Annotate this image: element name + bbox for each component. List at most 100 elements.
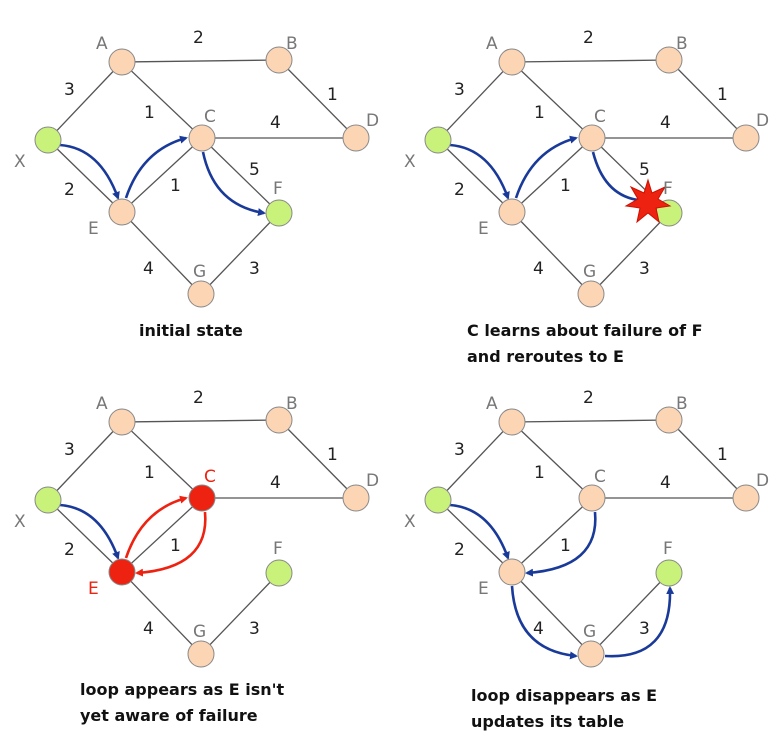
node-labels: A B C D E F G X: [14, 34, 379, 282]
node-label-c: C: [204, 467, 216, 487]
weight-g-f: 3: [639, 619, 650, 639]
weight-x-a: 3: [454, 80, 465, 100]
node-g: [187, 640, 215, 668]
route-arrow-c-e: [525, 511, 597, 577]
weight-a-c: 1: [144, 463, 155, 483]
edge-a-b: [511, 59, 670, 63]
node-c: [188, 484, 216, 512]
node-label-c: C: [594, 467, 606, 487]
node-label-x: X: [14, 512, 26, 532]
node-g: [577, 640, 605, 668]
route-arrow-x-e: [59, 503, 120, 560]
node-d: [342, 484, 370, 512]
edge-b-d: [668, 59, 747, 139]
caption-line: loop disappears as E: [471, 686, 658, 705]
edge-weights: 3 2 1 1 4 2 1 4 3: [64, 388, 338, 639]
weight-a-c: 1: [534, 103, 545, 123]
edge-a-b: [511, 419, 670, 423]
edge-x-a: [47, 421, 123, 501]
panel-initial-state: A B C D E F G X 3 2 1 1 4 2 1 5 4 3: [14, 28, 379, 308]
caption-panel-1: initial state: [139, 318, 243, 344]
weight-c-d: 4: [270, 473, 281, 493]
edge-a-c: [121, 421, 203, 499]
node-label-a: A: [96, 394, 108, 414]
nodes: [34, 406, 370, 668]
node-label-e: E: [88, 219, 99, 239]
node-b: [265, 46, 293, 74]
edge-e-g: [121, 211, 202, 295]
weight-x-e: 2: [64, 540, 75, 560]
weight-e-c: 1: [560, 176, 571, 196]
node-x: [34, 486, 62, 514]
weight-c-f: 5: [639, 160, 650, 180]
node-label-a: A: [96, 34, 108, 54]
weight-e-g: 4: [533, 619, 544, 639]
nodes: [424, 46, 760, 308]
node-g: [187, 280, 215, 308]
weight-b-d: 1: [327, 445, 338, 465]
route-arrow-e-c: [514, 135, 578, 199]
weight-e-g: 4: [143, 619, 154, 639]
node-a: [108, 408, 136, 436]
weight-g-f: 3: [639, 259, 650, 279]
route-arrows: [59, 135, 266, 216]
node-label-e: E: [88, 579, 99, 599]
node-label-f: F: [663, 539, 673, 559]
weight-a-b: 2: [583, 28, 594, 48]
node-label-x: X: [404, 152, 416, 172]
weight-g-f: 3: [249, 259, 260, 279]
weight-x-e: 2: [454, 540, 465, 560]
weight-b-d: 1: [717, 85, 728, 105]
node-e: [108, 558, 136, 586]
edge-e-c: [511, 137, 593, 213]
node-b: [655, 46, 683, 74]
edge-g-f: [200, 572, 280, 655]
route-arrows: [449, 135, 639, 202]
node-e: [108, 198, 136, 226]
node-label-b: B: [676, 394, 688, 414]
weight-a-b: 2: [583, 388, 594, 408]
edge-x-a: [437, 61, 513, 141]
caption-panel-4: loop disappears as E updates its table: [471, 683, 657, 735]
node-e: [498, 198, 526, 226]
caption-line: loop appears as E isn't: [80, 680, 285, 699]
edge-weights: 3 2 1 1 4 2 1 5 4 3: [454, 28, 728, 279]
edge-g-f: [200, 212, 280, 295]
node-label-g: G: [193, 622, 206, 642]
edge-a-c: [511, 61, 593, 139]
weight-e-c: 1: [560, 536, 571, 556]
node-label-c: C: [204, 107, 216, 127]
node-label-a: A: [486, 394, 498, 414]
edge-e-c: [121, 137, 203, 213]
weight-b-d: 1: [327, 85, 338, 105]
route-arrow-x-e: [59, 143, 120, 200]
weight-e-c: 1: [170, 536, 181, 556]
node-label-e: E: [478, 579, 489, 599]
edge-e-g: [511, 211, 592, 295]
edge-g-f: [590, 572, 670, 655]
caption-panel-2: C learns about failure of F and reroutes…: [467, 318, 703, 370]
node-x: [34, 126, 62, 154]
node-labels: A B C D E F G X: [14, 394, 379, 642]
edge-a-b: [121, 59, 280, 63]
route-arrow-e-c: [124, 135, 188, 199]
node-label-g: G: [193, 262, 206, 282]
route-arrow-g-f: [604, 586, 675, 658]
edge-weights: 3 2 1 1 4 2 1 5 4 3: [64, 28, 338, 279]
node-x: [424, 486, 452, 514]
route-arrows: [59, 495, 207, 577]
route-arrow-x-e: [449, 503, 510, 560]
route-arrow-c-f: [591, 151, 639, 202]
node-label-e: E: [478, 219, 489, 239]
weight-x-a: 3: [64, 440, 75, 460]
weight-a-b: 2: [193, 388, 204, 408]
node-labels: A B C D E F G X: [404, 34, 769, 282]
nodes: [34, 46, 370, 308]
nodes: [424, 406, 760, 668]
edges: [47, 419, 357, 655]
node-c: [578, 124, 606, 152]
edge-x-a: [47, 61, 123, 141]
panel-loop-appears: A B C D E F G X 3 2 1 1 4 2 1 4 3: [14, 388, 379, 668]
edge-a-c: [511, 421, 593, 499]
route-arrows: [449, 503, 675, 660]
